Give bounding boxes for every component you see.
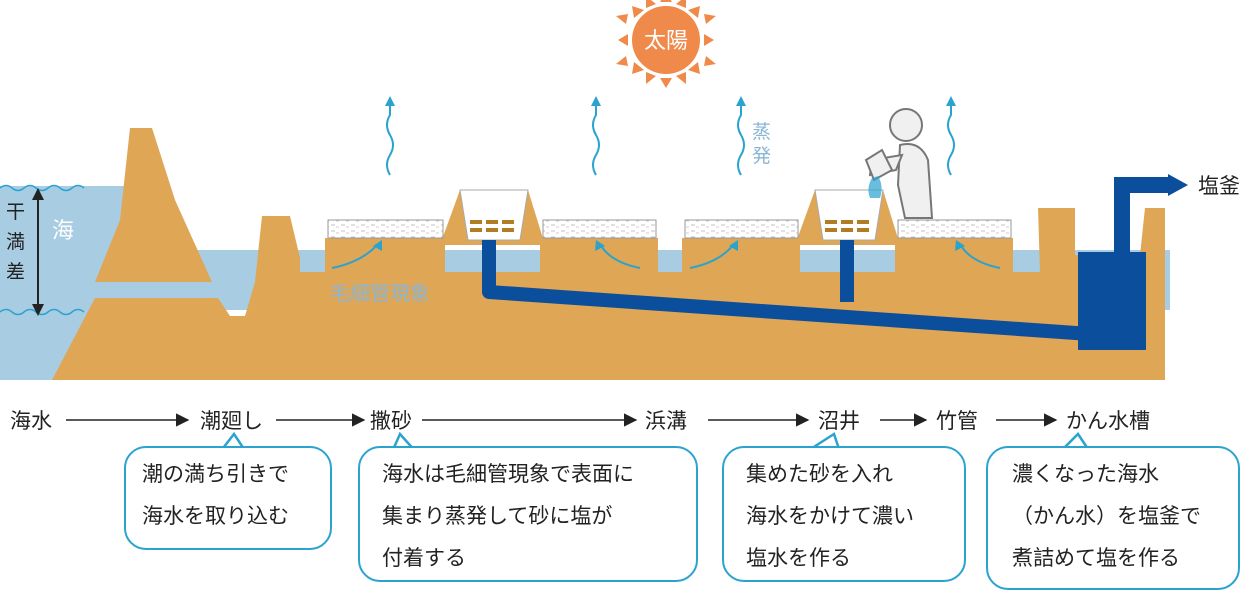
seawall-peak xyxy=(95,128,212,282)
brine-tank xyxy=(1078,252,1146,350)
flow-step: 浜溝 xyxy=(645,409,687,433)
sand-layer-3 xyxy=(684,219,799,239)
salt-bed-3 xyxy=(682,238,800,278)
flow-step: かん水槽 xyxy=(1066,409,1150,433)
evaporation-char-1: 蒸 xyxy=(752,121,771,143)
poured-water xyxy=(868,176,882,198)
evaporation-arrowheads xyxy=(385,96,956,106)
evaporation-char-2: 発 xyxy=(752,145,771,167)
note-line: 塩水を作る xyxy=(746,546,851,570)
numai-sand-marks-2 xyxy=(825,220,869,232)
note-line: 海水をかけて濃い xyxy=(746,504,914,528)
bamboo-pipe xyxy=(482,240,1091,341)
brine-outlet-pipe xyxy=(1114,177,1170,252)
flow-step: 竹管 xyxy=(936,409,978,433)
note-bubble-3: 集めた砂を入れ 海水をかけて濃い 塩水を作る xyxy=(722,446,966,582)
sand-layer-1 xyxy=(327,219,444,239)
tide-range-char-1: 干 xyxy=(6,201,25,223)
capillary-label: 毛細管現象 xyxy=(330,281,430,305)
tide-arrow-head-up xyxy=(32,188,44,200)
sand-layer-4 xyxy=(897,219,1012,239)
flow-step: 沼井 xyxy=(818,409,860,433)
tide-range-char-2: 満 xyxy=(6,231,25,253)
tide-range-char-3: 差 xyxy=(6,261,25,283)
sun-label: 太陽 xyxy=(644,29,688,54)
note-bubble-4: 濃くなった海水 （かん水）を塩釜で 煮詰めて塩を作る xyxy=(986,446,1240,590)
salt-bed-4 xyxy=(895,238,1013,278)
tide-arrow-head-down xyxy=(32,304,44,316)
brine-outlet-arrow xyxy=(1168,174,1188,196)
wave-line xyxy=(0,308,85,316)
note-line: 海水を取り込む xyxy=(142,504,289,528)
salt-bed-1 xyxy=(325,238,445,278)
note-bubble-1: 潮の満ち引きで 海水を取り込む xyxy=(124,446,332,550)
evaporation-arrows xyxy=(386,103,955,176)
salt-pot-label: 塩釜 xyxy=(1198,174,1240,198)
sea-label: 海 xyxy=(52,219,74,244)
note-bubble-2: 海水は毛細管現象で表面に 集まり蒸発して砂に塩が 付着する xyxy=(358,446,698,582)
note-line: （かん水）を塩釜で xyxy=(1012,504,1201,528)
numai-box-1 xyxy=(459,189,529,241)
note-line: 潮の満ち引きで xyxy=(142,462,289,486)
note-line: 煮詰めて塩を作る xyxy=(1012,546,1180,570)
sand-layer-2 xyxy=(542,219,657,239)
capillary-arrowheads xyxy=(373,240,965,251)
worker-figure xyxy=(864,108,934,219)
flow-step: 海水 xyxy=(10,409,52,433)
numai-sand-marks-1 xyxy=(470,220,514,232)
flow-step: 撒砂 xyxy=(370,409,412,433)
wave-line-top xyxy=(0,184,85,192)
note-line: 集まり蒸発して砂に塩が xyxy=(382,504,613,528)
note-line: 海水は毛細管現象で表面に xyxy=(382,462,634,486)
note-line: 集めた砂を入れ xyxy=(746,462,893,486)
process-flow: 海水 潮廻し 撒砂 浜溝 沼井 竹管 かん水槽 xyxy=(10,409,1150,433)
note-line: 付着する xyxy=(382,546,466,570)
sun xyxy=(616,0,716,88)
flow-step: 潮廻し xyxy=(200,409,263,433)
numai-box-2 xyxy=(814,189,884,241)
note-line: 濃くなった海水 xyxy=(1012,462,1159,486)
